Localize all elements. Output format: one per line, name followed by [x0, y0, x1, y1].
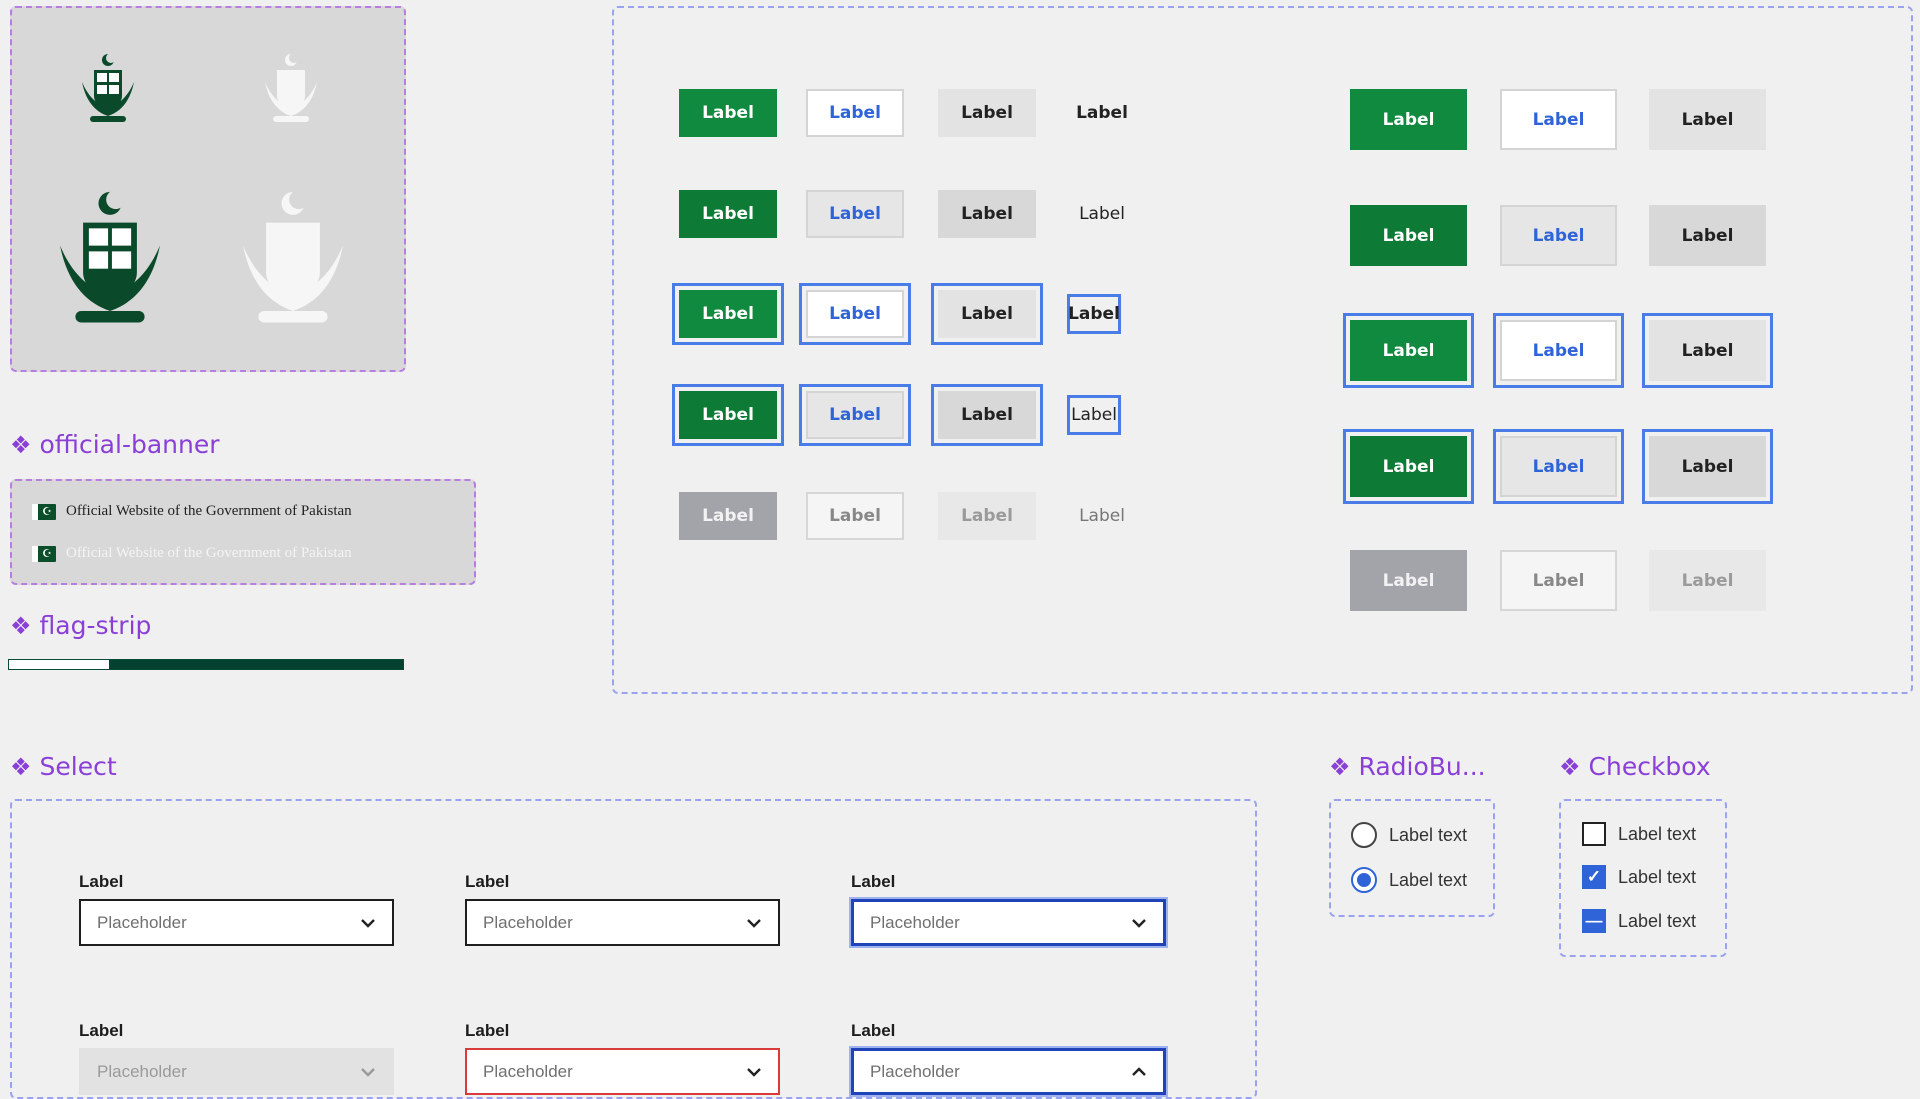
- secondary-button-small[interactable]: Label: [799, 283, 911, 345]
- tertiary-button-large[interactable]: Label: [1642, 313, 1773, 388]
- chevron-down-icon: [361, 918, 375, 928]
- radio-option[interactable]: Label text: [1351, 822, 1467, 848]
- ghost-button-small[interactable]: Label: [1067, 294, 1121, 334]
- chevron-down-icon: [747, 918, 761, 928]
- checkbox-unchecked-icon[interactable]: [1582, 822, 1606, 846]
- radio-frame: [1329, 799, 1495, 917]
- state-emblem-light-icon: [265, 53, 317, 122]
- select-focused[interactable]: Placeholder: [849, 897, 1168, 948]
- primary-button-large[interactable]: Label: [1343, 429, 1474, 504]
- tertiary-button-large[interactable]: Label: [1649, 550, 1766, 611]
- official-banner-card: ☪ Official Website of the Government of …: [10, 479, 476, 585]
- tertiary-button-small[interactable]: Label: [938, 89, 1036, 137]
- primary-button-large[interactable]: Label: [1350, 550, 1467, 611]
- emblem-card: [10, 6, 406, 372]
- component-diamond-icon: ❖: [1329, 752, 1351, 781]
- select-hover[interactable]: Placeholder: [465, 899, 780, 946]
- chevron-down-icon: [747, 1067, 761, 1077]
- flag-strip: [8, 659, 404, 670]
- component-diamond-icon: ❖: [10, 611, 32, 640]
- ghost-button-small[interactable]: Label: [1076, 103, 1128, 123]
- checkbox-indeterminate-icon[interactable]: —: [1582, 909, 1606, 933]
- secondary-button-small[interactable]: Label: [799, 384, 911, 446]
- select-label: Label: [851, 872, 896, 891]
- primary-button-large[interactable]: Label: [1343, 313, 1474, 388]
- select-open[interactable]: Placeholder: [849, 1046, 1168, 1097]
- radio-title: ❖ RadioBu...: [1329, 752, 1486, 781]
- select-label: Label: [851, 1021, 896, 1040]
- select-label: Label: [79, 872, 124, 891]
- primary-button-small[interactable]: Label: [672, 283, 784, 345]
- chevron-down-icon: [361, 1067, 375, 1077]
- ghost-button-small[interactable]: Label: [1067, 395, 1121, 435]
- select-label: Label: [465, 1021, 510, 1040]
- radio-option[interactable]: Label text: [1351, 867, 1467, 893]
- tertiary-button-small[interactable]: Label: [931, 283, 1043, 345]
- checkbox-option[interactable]: ✓ Label text: [1582, 865, 1696, 889]
- select-label: Label: [79, 1021, 124, 1040]
- checkbox-frame: [1559, 799, 1727, 957]
- select-disabled[interactable]: Placeholder: [79, 1048, 394, 1095]
- tertiary-button-small[interactable]: Label: [938, 190, 1036, 238]
- flag-strip-title: ❖ flag-strip: [10, 611, 152, 640]
- tertiary-button-large[interactable]: Label: [1642, 429, 1773, 504]
- radio-selected-icon[interactable]: [1351, 867, 1377, 893]
- secondary-button-large[interactable]: Label: [1493, 313, 1624, 388]
- ghost-button-small[interactable]: Label: [1079, 204, 1125, 224]
- official-banner-light: ☪ Official Website of the Government of …: [32, 545, 352, 562]
- button-variants-frame: [612, 6, 1913, 694]
- primary-button-small[interactable]: Label: [672, 384, 784, 446]
- secondary-button-small[interactable]: Label: [806, 89, 904, 137]
- chevron-up-icon: [1132, 1066, 1146, 1076]
- primary-button-large[interactable]: Label: [1350, 205, 1467, 266]
- chevron-down-icon: [1132, 918, 1146, 928]
- secondary-button-large[interactable]: Label: [1493, 429, 1624, 504]
- select-title: ❖ Select: [10, 752, 117, 781]
- state-emblem-large-light-icon: [243, 189, 343, 323]
- primary-button-small[interactable]: Label: [679, 492, 777, 540]
- checkbox-checked-icon[interactable]: ✓: [1582, 865, 1606, 889]
- secondary-button-large[interactable]: Label: [1500, 205, 1617, 266]
- component-diamond-icon: ❖: [1559, 752, 1581, 781]
- official-banner-dark: ☪ Official Website of the Government of …: [32, 503, 352, 520]
- secondary-button-small[interactable]: Label: [806, 492, 904, 540]
- radio-unselected-icon[interactable]: [1351, 822, 1377, 848]
- select-default[interactable]: Placeholder: [79, 899, 394, 946]
- primary-button-small[interactable]: Label: [679, 190, 777, 238]
- primary-button-small[interactable]: Label: [679, 89, 777, 137]
- component-diamond-icon: ❖: [10, 752, 32, 781]
- secondary-button-small[interactable]: Label: [806, 190, 904, 238]
- ghost-button-small[interactable]: Label: [1079, 506, 1125, 526]
- primary-button-large[interactable]: Label: [1350, 89, 1467, 150]
- official-banner-title: ❖ official-banner: [10, 430, 220, 459]
- select-error[interactable]: Placeholder: [465, 1048, 780, 1095]
- secondary-button-large[interactable]: Label: [1500, 89, 1617, 150]
- tertiary-button-large[interactable]: Label: [1649, 205, 1766, 266]
- tertiary-button-small[interactable]: Label: [931, 384, 1043, 446]
- secondary-button-large[interactable]: Label: [1500, 550, 1617, 611]
- state-emblem-large-icon: [60, 189, 160, 323]
- pakistan-flag-icon: ☪: [32, 545, 56, 562]
- select-label: Label: [465, 872, 510, 891]
- tertiary-button-small[interactable]: Label: [938, 492, 1036, 540]
- pakistan-flag-icon: ☪: [32, 503, 56, 520]
- checkbox-option[interactable]: Label text: [1582, 822, 1696, 846]
- checkbox-title: ❖ Checkbox: [1559, 752, 1711, 781]
- tertiary-button-large[interactable]: Label: [1649, 89, 1766, 150]
- state-emblem-icon: [82, 53, 134, 122]
- component-diamond-icon: ❖: [10, 430, 32, 459]
- checkbox-option[interactable]: — Label text: [1582, 909, 1696, 933]
